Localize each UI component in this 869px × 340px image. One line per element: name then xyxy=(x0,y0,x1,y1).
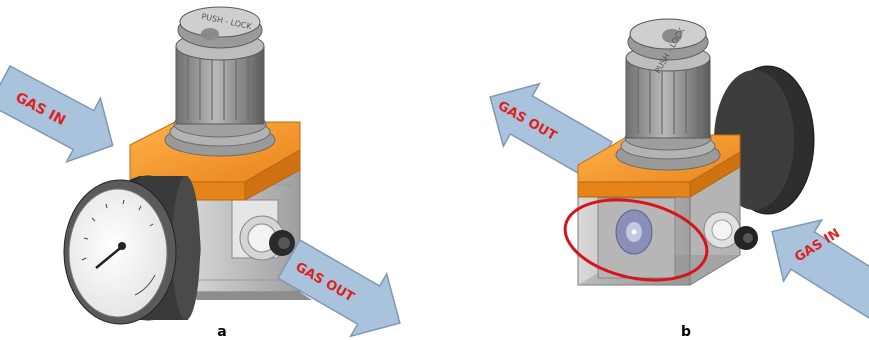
inlet-arrow-a: GAS IN xyxy=(0,54,130,178)
panel-a: GAS IN xyxy=(0,7,418,340)
pressure-gauge-a xyxy=(64,176,200,324)
panel-b: GAS OUT xyxy=(472,19,869,340)
panel-label-a: a xyxy=(217,324,226,340)
inlet-arrow-b xyxy=(753,201,869,330)
regulator-a: PUSH - LOCK xyxy=(64,7,312,324)
panel-label-b: b xyxy=(681,324,691,340)
